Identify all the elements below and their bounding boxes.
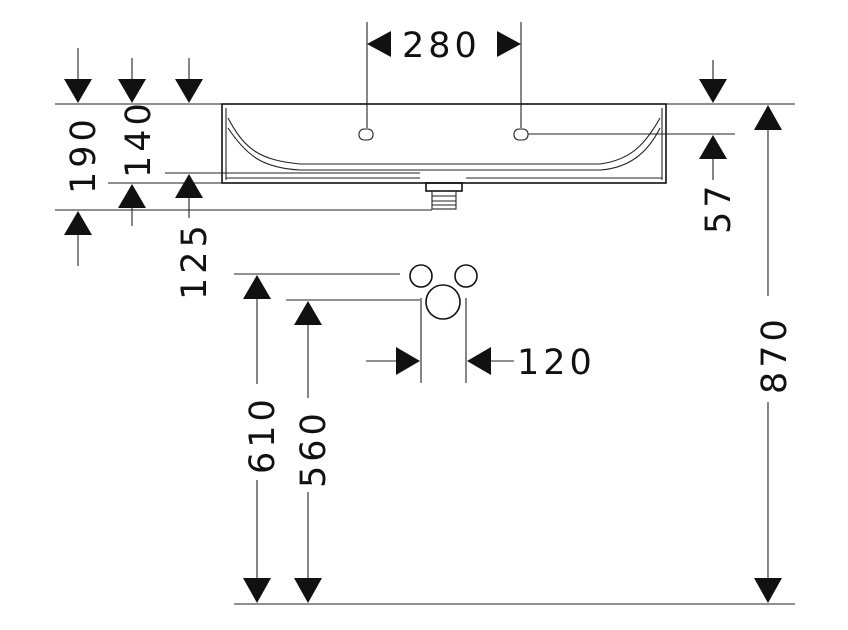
dim-870: 870 — [754, 105, 795, 603]
dim-140: 140 — [108, 58, 222, 226]
dim-57-label: 57 — [699, 181, 739, 234]
dim-57: 57 — [528, 60, 739, 234]
dim-120-label: 120 — [517, 343, 596, 383]
water-supply-left-circle — [409, 264, 433, 288]
dim-560-label: 560 — [294, 409, 334, 488]
dim-125: 125 — [165, 58, 420, 300]
tap-hole-right — [513, 128, 529, 141]
waste-outlet — [425, 182, 463, 210]
dim-610: 610 — [234, 273, 400, 603]
dim-140-label: 140 — [119, 99, 159, 178]
dim-190: 190 — [55, 48, 432, 266]
tap-hole-left — [358, 128, 374, 141]
waste-connection-circle — [425, 284, 461, 320]
dim-280: 280 — [366, 22, 522, 128]
dim-120: 120 — [366, 343, 596, 383]
wall-connections — [409, 264, 478, 383]
dim-560: 560 — [286, 299, 420, 603]
water-supply-right-circle — [454, 264, 478, 288]
dim-280-label: 280 — [402, 26, 481, 66]
dim-610-label: 610 — [243, 395, 283, 474]
dim-125-label: 125 — [175, 221, 215, 300]
dim-190-label: 190 — [64, 115, 104, 194]
basin-outline — [221, 103, 667, 184]
dim-870-label: 870 — [755, 315, 795, 394]
